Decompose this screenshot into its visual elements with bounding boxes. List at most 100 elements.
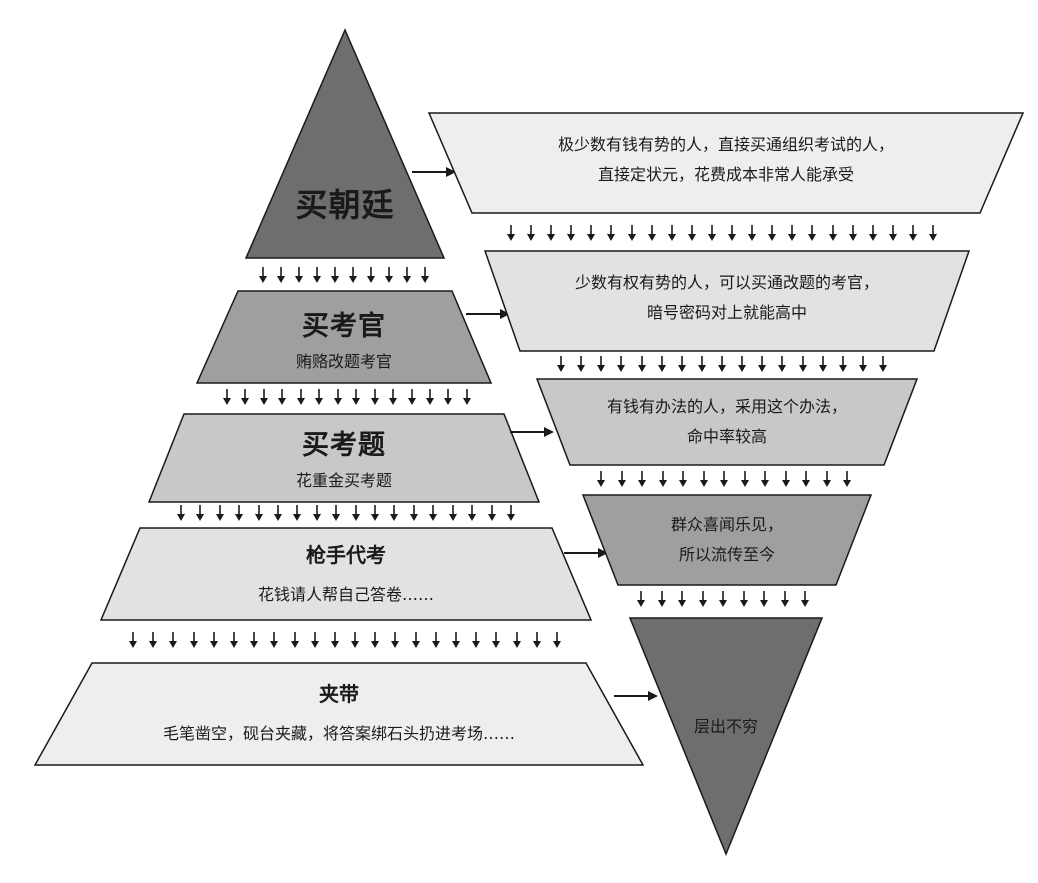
down-arrow-icon (451, 631, 461, 649)
down-arrow-icon (739, 590, 749, 608)
down-arrow-icon (787, 224, 797, 242)
down-arrow-icon (195, 504, 205, 522)
down-arrow-icon (678, 470, 688, 488)
down-arrow-icon (249, 631, 259, 649)
down-arrow-icon (428, 504, 438, 522)
down-arrow-icon (443, 388, 453, 406)
down-arrow-icon (276, 266, 286, 284)
down-arrow-icon (838, 355, 848, 373)
down-arrow-icon (586, 224, 596, 242)
down-arrows-row (176, 504, 516, 522)
down-arrow-icon (606, 224, 616, 242)
down-arrow-icon (229, 631, 239, 649)
pyramid-level-4-subtitle: 毛笔凿空，砚台夹藏，将答案绑石头扔进考场…… (162, 724, 515, 743)
down-arrow-icon (707, 224, 717, 242)
down-arrow-icon (176, 504, 186, 522)
down-arrow-icon (637, 355, 647, 373)
down-arrow-icon (818, 355, 828, 373)
pyramid-top-title: 买朝廷 (295, 186, 395, 224)
down-arrow-icon (420, 266, 430, 284)
down-arrow-icon (801, 470, 811, 488)
pyramid-level-1-subtitle: 贿赂改题考官 (295, 352, 392, 371)
down-arrows-row (556, 355, 888, 373)
funnel-bottom-label: 层出不穷 (693, 717, 758, 736)
down-arrow-icon (330, 266, 340, 284)
down-arrow-icon (718, 590, 728, 608)
down-arrow-icon (760, 470, 770, 488)
down-arrow-icon (390, 631, 400, 649)
down-arrow-icon (667, 224, 677, 242)
down-arrow-icon (351, 388, 361, 406)
down-arrow-icon (411, 631, 421, 649)
down-arrow-icon (189, 631, 199, 649)
down-arrow-icon (259, 388, 269, 406)
down-arrow-icon (767, 224, 777, 242)
down-arrow-icon (699, 470, 709, 488)
down-arrow-icon (717, 355, 727, 373)
down-arrow-icon (552, 631, 562, 649)
down-arrow-icon (269, 631, 279, 649)
down-arrow-icon (277, 388, 287, 406)
down-arrow-icon (312, 266, 322, 284)
right-arrow-icon (510, 427, 554, 437)
down-arrow-icon (409, 504, 419, 522)
pyramid-top-triangle: 买朝廷 (244, 28, 446, 260)
down-arrow-icon (384, 266, 394, 284)
down-arrow-icon (296, 388, 306, 406)
funnel-level-2-line1: 少数有权有势的人，可以买通改题的考官， (574, 273, 879, 292)
down-arrows-row (128, 631, 562, 649)
down-arrow-icon (698, 590, 708, 608)
down-arrow-icon (556, 355, 566, 373)
down-arrow-icon (526, 224, 536, 242)
down-arrow-icon (781, 470, 791, 488)
down-arrow-icon (333, 388, 343, 406)
down-arrow-icon (647, 224, 657, 242)
down-arrow-icon (370, 504, 380, 522)
down-arrow-icon (467, 504, 477, 522)
down-arrow-icon (370, 388, 380, 406)
right-arrow-icon (412, 167, 456, 177)
pyramid-level-3-subtitle: 花钱请人帮自己答卷…… (257, 585, 434, 604)
down-arrow-icon (677, 355, 687, 373)
pyramid-level-3: 枪手代考 花钱请人帮自己答卷…… (100, 527, 592, 621)
down-arrow-icon (576, 355, 586, 373)
down-arrow-icon (596, 355, 606, 373)
funnel-level-1-line2: 直接定状元，花费成本非常人能承受 (597, 165, 854, 184)
down-arrow-icon (312, 504, 322, 522)
down-arrow-icon (697, 355, 707, 373)
down-arrows-row (596, 470, 852, 488)
down-arrow-icon (215, 504, 225, 522)
right-arrow-icon (564, 548, 608, 558)
down-arrow-icon (330, 631, 340, 649)
pyramid-level-1-title: 买考官 (302, 311, 386, 342)
down-arrow-icon (757, 355, 767, 373)
down-arrow-icon (512, 631, 522, 649)
funnel-level-4: 群众喜闻乐见， 所以流传至今 (582, 494, 872, 586)
down-arrow-icon (637, 470, 647, 488)
down-arrow-icon (273, 504, 283, 522)
down-arrow-icon (566, 224, 576, 242)
down-arrow-icon (148, 631, 158, 649)
right-arrow-icon (614, 691, 658, 701)
down-arrow-icon (389, 504, 399, 522)
down-arrow-icon (351, 504, 361, 522)
down-arrow-icon (657, 355, 667, 373)
down-arrows-row (506, 224, 938, 242)
down-arrow-icon (759, 590, 769, 608)
funnel-bottom-triangle: 层出不穷 (628, 616, 824, 856)
funnel-level-3: 有钱有办法的人，采用这个办法， 命中率较高 (536, 378, 918, 466)
down-arrow-icon (928, 224, 938, 242)
down-arrow-icon (487, 504, 497, 522)
down-arrow-icon (425, 388, 435, 406)
down-arrow-icon (331, 504, 341, 522)
down-arrow-icon (431, 631, 441, 649)
down-arrow-icon (546, 224, 556, 242)
down-arrow-icon (848, 224, 858, 242)
down-arrow-icon (491, 631, 501, 649)
down-arrow-icon (798, 355, 808, 373)
down-arrow-icon (780, 590, 790, 608)
down-arrow-icon (350, 631, 360, 649)
down-arrow-icon (348, 266, 358, 284)
down-arrow-icon (471, 631, 481, 649)
pyramid-level-2-subtitle: 花重金买考题 (295, 471, 392, 490)
